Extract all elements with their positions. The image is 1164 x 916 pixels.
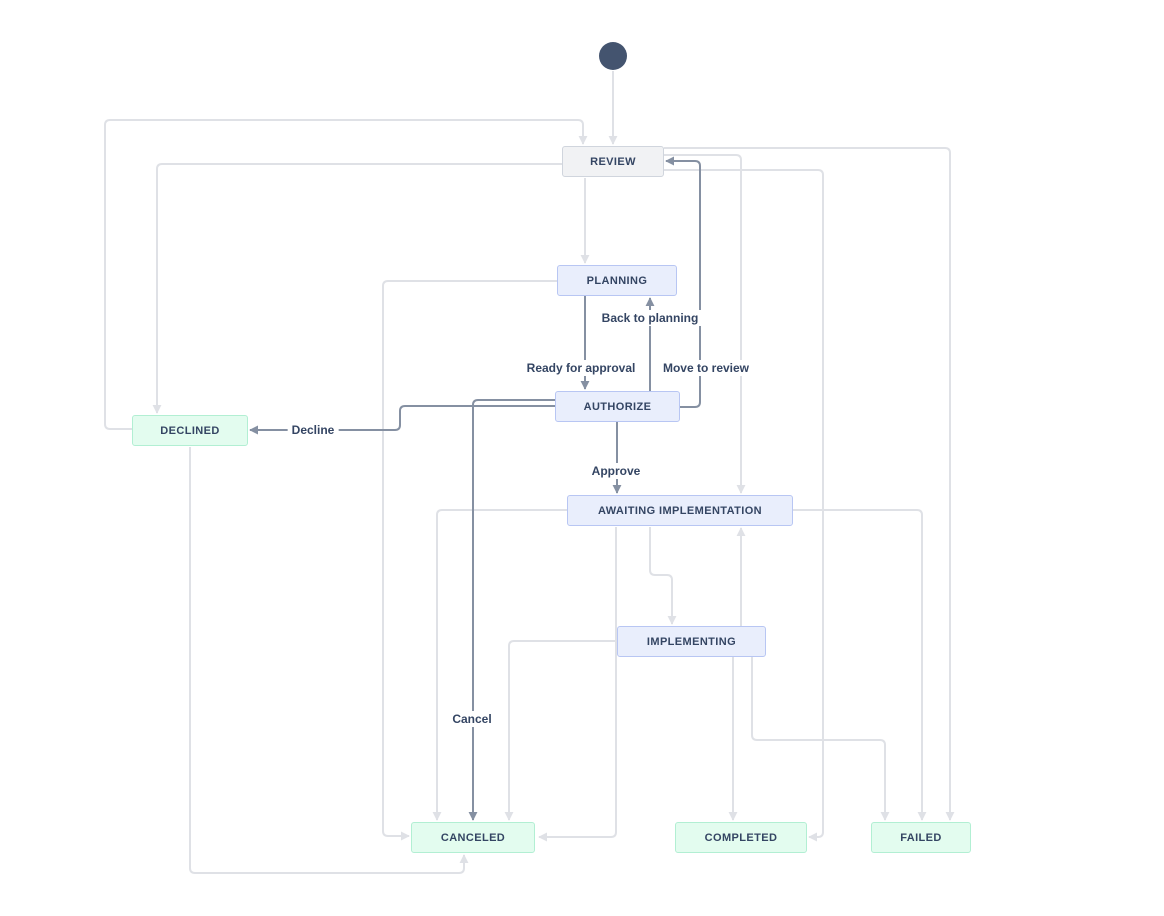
edge-implementing-failed — [751, 657, 890, 821]
transition-label-approve[interactable]: Approve — [587, 463, 645, 479]
transition-label-ready-for-approval[interactable]: Ready for approval — [522, 360, 640, 376]
transition-label-decline[interactable]: Decline — [287, 422, 339, 438]
edge-authorize-review-move-to-review — [665, 156, 701, 408]
edge-review-completed — [664, 169, 824, 842]
edge-review-awaiting — [664, 154, 746, 494]
edge-planning-canceled — [382, 280, 557, 841]
edge-awaiting-canceled-right — [538, 527, 617, 842]
edge-implementing-canceled — [504, 640, 617, 821]
status-node-awaiting-implementation[interactable]: AWAITING IMPLEMENTATION — [567, 495, 793, 526]
status-node-planning[interactable]: PLANNING — [557, 265, 677, 296]
status-node-failed[interactable]: FAILED — [871, 822, 971, 853]
start-node — [599, 42, 627, 70]
edge-awaiting-implementing — [649, 527, 677, 625]
transition-label-cancel[interactable]: Cancel — [448, 711, 496, 727]
status-node-declined[interactable]: DECLINED — [132, 415, 248, 446]
status-node-review[interactable]: REVIEW — [562, 146, 664, 177]
transition-label-back-to-planning[interactable]: Back to planning — [597, 310, 703, 326]
edge-declined-review — [104, 119, 588, 430]
edge-authorize-declined-decline — [249, 405, 555, 435]
edge-review-failed — [664, 147, 955, 821]
status-node-completed[interactable]: COMPLETED — [675, 822, 807, 853]
status-node-implementing[interactable]: IMPLEMENTING — [617, 626, 766, 657]
edge-declined-canceled — [189, 447, 469, 874]
edge-awaiting-canceled — [432, 509, 567, 821]
edge-awaiting-failed — [793, 509, 927, 821]
status-node-canceled[interactable]: CANCELED — [411, 822, 535, 853]
edge-review-declined — [152, 163, 562, 414]
transition-label-move-to-review[interactable]: Move to review — [658, 360, 754, 376]
edge-authorize-canceled-cancel — [468, 399, 555, 821]
status-node-authorize[interactable]: AUTHORIZE — [555, 391, 680, 422]
